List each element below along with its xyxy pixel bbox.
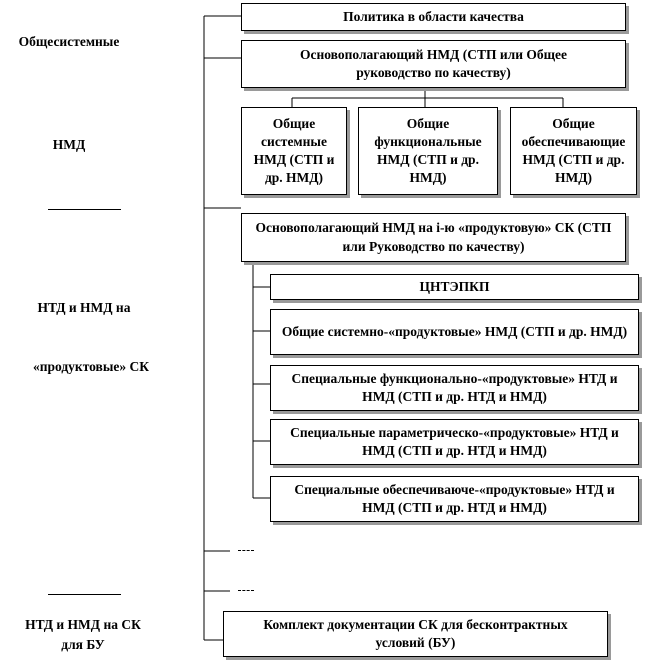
box-politika-text: Политика в области качества bbox=[343, 8, 524, 24]
box-osnov-nmd-text: Основополагающий НМД (СТП или Общее руко… bbox=[299, 46, 567, 80]
box-obshchie-funktsionalnye: Общие функциональные НМД (СТП и др. НМД) bbox=[358, 107, 498, 195]
separator-line-top bbox=[48, 209, 121, 210]
box-obshchie-obespechivayushchie-text: Общие обеспечивающие НМД (СТП и др. НМД) bbox=[521, 115, 626, 186]
box-obshchie-sistemnye: Общие системные НМД (СТП и др. НМД) bbox=[241, 107, 347, 195]
box-osnov-nmd-produkt-text: Основополагающий НМД на i-ю «продуктовую… bbox=[255, 220, 612, 254]
box-komplekt-text: Комплект документации СК для бесконтракт… bbox=[263, 616, 568, 650]
box-spets-param-text: Специальные параметрическо-«продуктовые»… bbox=[290, 424, 619, 458]
box-tsntepkp: ЦНТЭПКП bbox=[270, 274, 639, 300]
box-politika: Политика в области качества bbox=[241, 3, 626, 31]
ellipsis-dash-1 bbox=[238, 550, 254, 551]
label-produktovye-sk: «продуктовые» СК bbox=[32, 359, 150, 374]
box-osnov-nmd: Основополагающий НМД (СТП или Общее руко… bbox=[241, 40, 626, 88]
box-obshchie-funktsionalnye-text: Общие функциональные НМД (СТП и др. НМД) bbox=[374, 115, 482, 186]
label-ntd-nmd-sk: НТД и НМД на СК bbox=[25, 617, 141, 632]
box-obshchie-obespechivayushchie: Общие обеспечивающие НМД (СТП и др. НМД) bbox=[510, 107, 637, 195]
box-spets-funkts: Специальные функционально-«продуктовые» … bbox=[270, 365, 639, 411]
box-spets-param: Специальные параметрическо-«продуктовые»… bbox=[270, 419, 639, 465]
box-osnov-nmd-produkt: Основополагающий НМД на i-ю «продуктовую… bbox=[241, 213, 626, 262]
box-spets-funkts-text: Специальные функционально-«продуктовые» … bbox=[291, 370, 618, 404]
label-ntd-nmd-na: НТД и НМД на bbox=[37, 300, 131, 315]
label-obshchesistemnye: Общесистемные bbox=[18, 34, 120, 49]
box-spets-obesp-text: Специальные обеспечиваюче-«продуктовые» … bbox=[294, 481, 615, 515]
separator-line-bottom bbox=[48, 594, 121, 595]
box-spets-obesp: Специальные обеспечиваюче-«продуктовые» … bbox=[270, 476, 639, 522]
label-nmd: НМД bbox=[52, 137, 86, 152]
box-komplekt: Комплект документации СК для бесконтракт… bbox=[223, 611, 608, 657]
box-obshchie-sistemnye-text: Общие системные НМД (СТП и др. НМД) bbox=[253, 115, 335, 186]
box-obshchie-sist-produkt: Общие системно-«продуктовые» НМД (СТП и … bbox=[270, 309, 639, 355]
ellipsis-dash-2 bbox=[238, 590, 254, 591]
box-tsntepkp-text: ЦНТЭПКП bbox=[419, 278, 490, 294]
label-dlya-bu: для БУ bbox=[61, 637, 105, 652]
box-obshchie-sist-produkt-text: Общие системно-«продуктовые» НМД (СТП и … bbox=[281, 323, 628, 339]
